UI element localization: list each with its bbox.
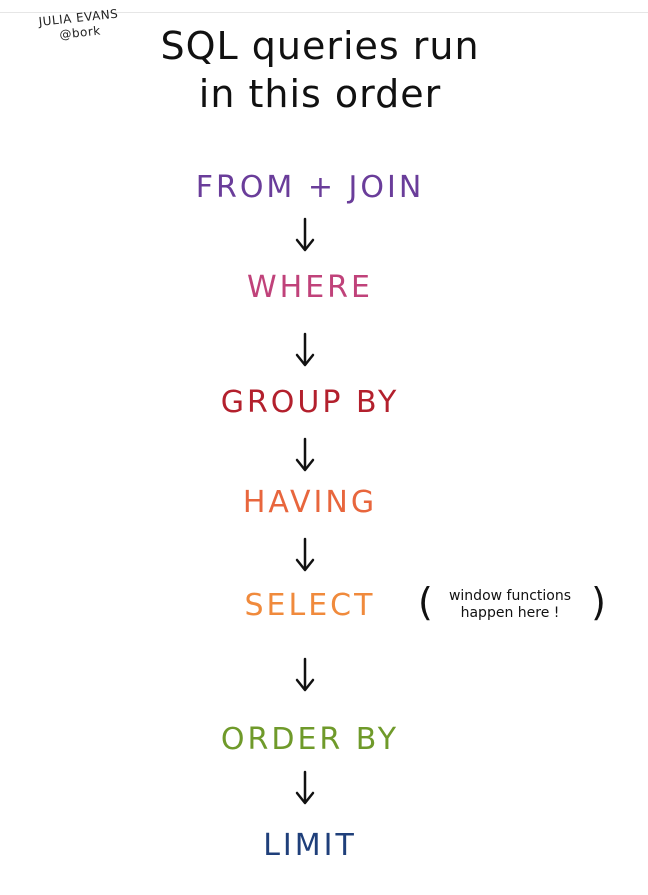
step-having: HAVING — [242, 485, 378, 520]
step-select: SELECT — [244, 588, 376, 623]
down-arrow-icon — [290, 330, 320, 370]
top-border — [0, 0, 648, 13]
down-arrow-icon — [290, 435, 320, 475]
note-line-1: window functions — [448, 588, 572, 604]
title-line-2: in this order — [198, 72, 442, 116]
step-where: WHERE — [247, 270, 373, 305]
note-line-2: happen here ! — [460, 605, 560, 621]
step-order-by: ORDER BY — [220, 722, 400, 757]
down-arrow-icon — [290, 768, 320, 808]
down-arrow-icon — [290, 215, 320, 255]
down-arrow-icon — [290, 655, 320, 695]
note-close-paren: ) — [591, 580, 606, 624]
note-open-paren: ( — [418, 580, 433, 624]
step-group-by: GROUP BY — [220, 385, 400, 420]
step-from-join: FROM + JOIN — [195, 170, 425, 205]
title-line-1: SQL queries run — [160, 24, 480, 68]
window-functions-note: ( window functions happen here ! ) — [418, 582, 606, 622]
step-limit: LIMIT — [263, 828, 357, 863]
down-arrow-icon — [290, 535, 320, 575]
page-title: SQL queries run in this order — [120, 22, 520, 118]
